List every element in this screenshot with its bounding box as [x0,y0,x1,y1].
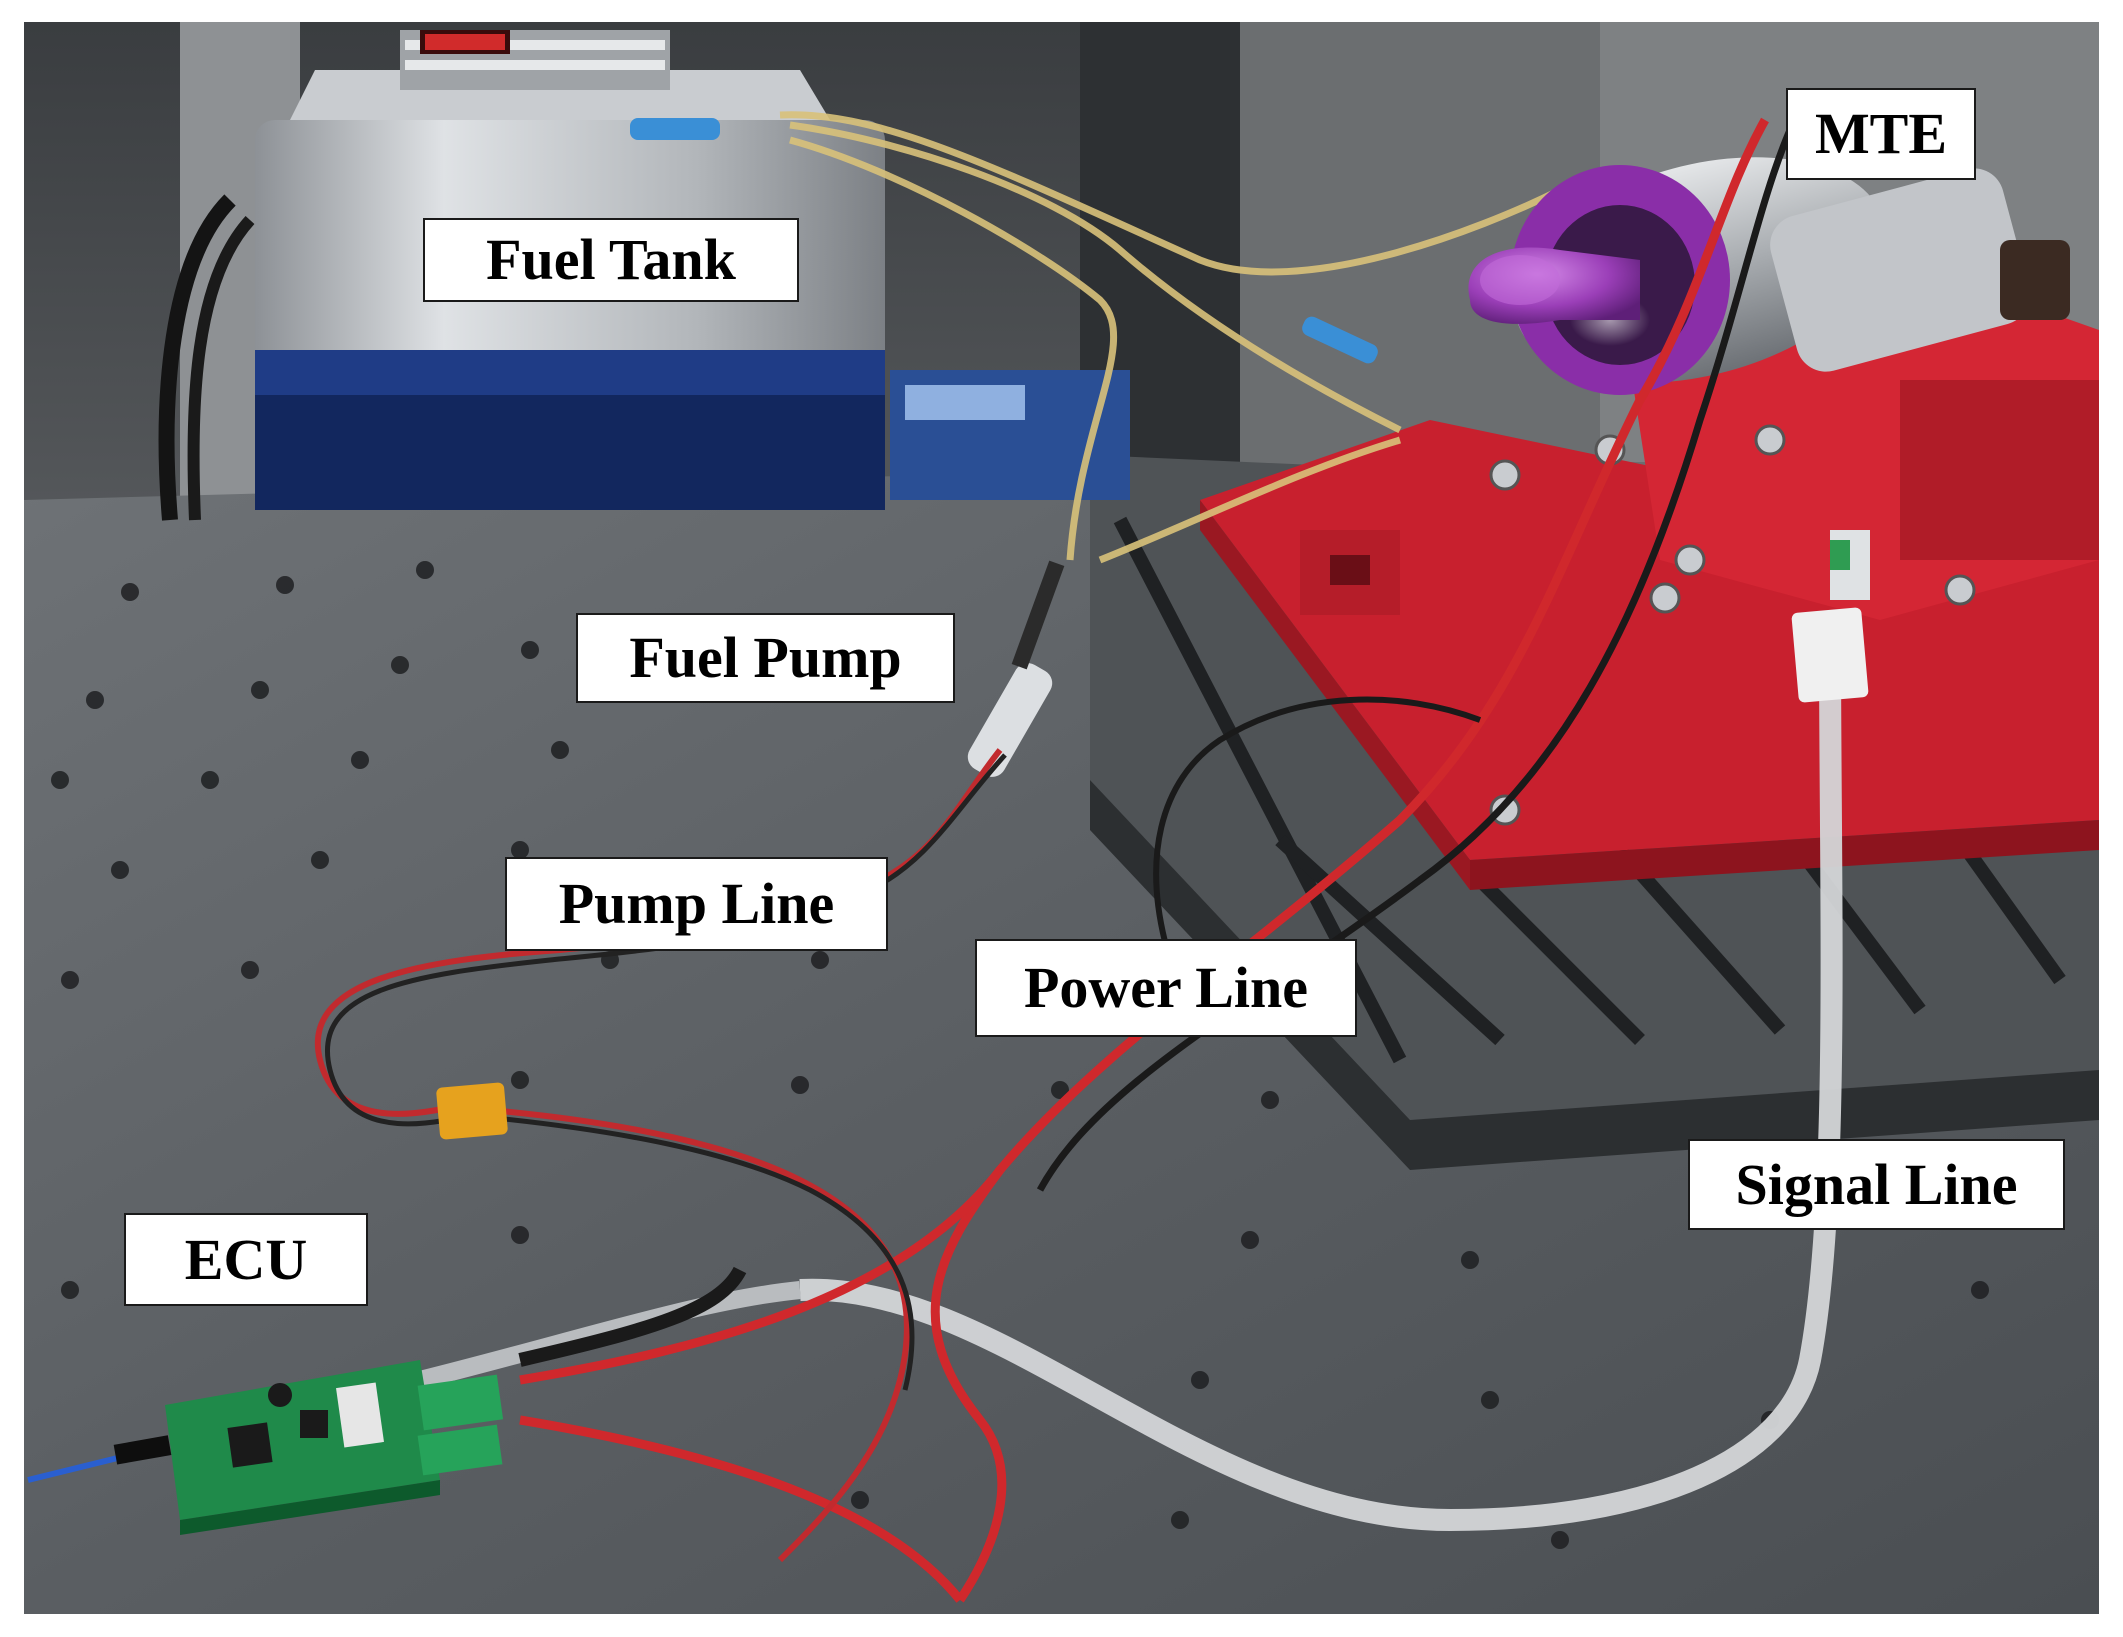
label-signal-line: Signal Line [1688,1139,2065,1230]
label-pump-line: Pump Line [505,857,888,951]
label-power-line: Power Line [975,939,1357,1037]
mte-object [1468,157,2070,395]
label-fuel-pump: Fuel Pump [576,613,955,703]
fuel-pump-object [967,663,1053,777]
fuel-tank-object [255,30,885,510]
label-ecu: ECU [124,1213,368,1306]
label-fuel-tank: Fuel Tank [423,218,799,302]
ecu-object [27,1360,504,1535]
label-mte: MTE [1786,88,1976,180]
